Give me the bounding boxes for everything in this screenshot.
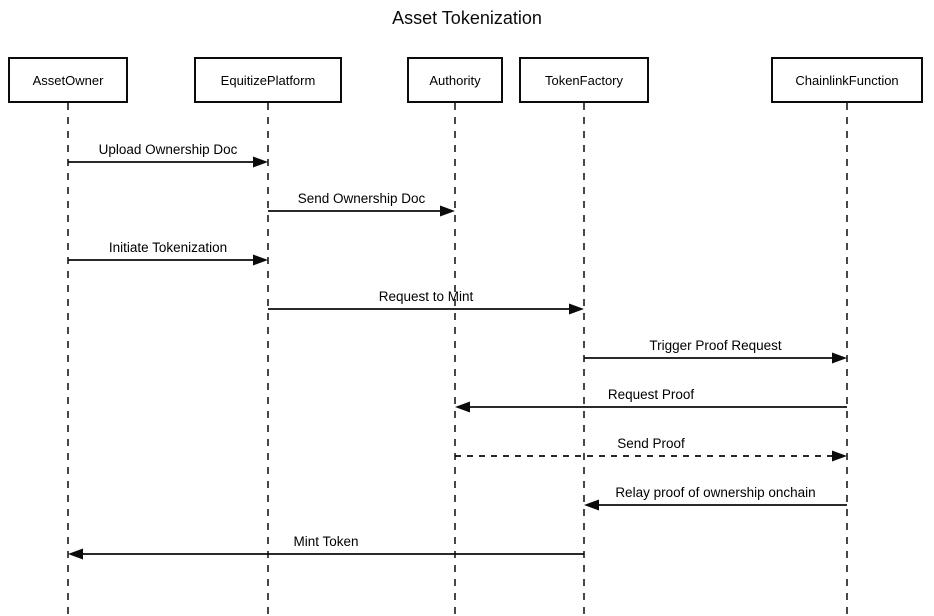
message-label: Upload Ownership Doc: [98, 142, 238, 157]
participant-box-tokenfactory: TokenFactory: [519, 57, 649, 103]
message-arrowhead: [832, 352, 847, 364]
participant-label: Authority: [429, 72, 481, 88]
message-label: Request to Mint: [378, 289, 474, 304]
message-label: Send Proof: [617, 436, 685, 451]
participant-box-authority: Authority: [407, 57, 503, 103]
message-arrowhead: [832, 450, 847, 462]
participant-label: TokenFactory: [544, 72, 624, 88]
message-arrowhead: [253, 254, 268, 266]
message-label: Trigger Proof Request: [649, 338, 782, 353]
message-arrowhead: [455, 401, 470, 413]
message-label: Mint Token: [293, 534, 359, 549]
message-arrowhead: [68, 548, 83, 560]
message-arrowhead: [253, 156, 268, 168]
participant-label: ChainlinkFunction: [795, 72, 899, 88]
message-label: Initiate Tokenization: [108, 240, 228, 255]
message-arrowhead: [584, 499, 599, 511]
message-label: Send Ownership Doc: [297, 191, 426, 206]
participant-box-equitizeplatform: EquitizePlatform: [194, 57, 342, 103]
participant-box-chainlinkfunction: ChainlinkFunction: [771, 57, 923, 103]
message-arrowhead: [569, 303, 584, 315]
participant-box-assetowner: AssetOwner: [8, 57, 128, 103]
participant-label: AssetOwner: [32, 72, 104, 88]
message-label: Relay proof of ownership onchain: [615, 485, 816, 500]
participant-label: EquitizePlatform: [220, 72, 316, 88]
message-arrowhead: [440, 205, 455, 217]
diagram-title: Asset Tokenization: [392, 8, 542, 28]
message-label: Request Proof: [607, 387, 695, 402]
